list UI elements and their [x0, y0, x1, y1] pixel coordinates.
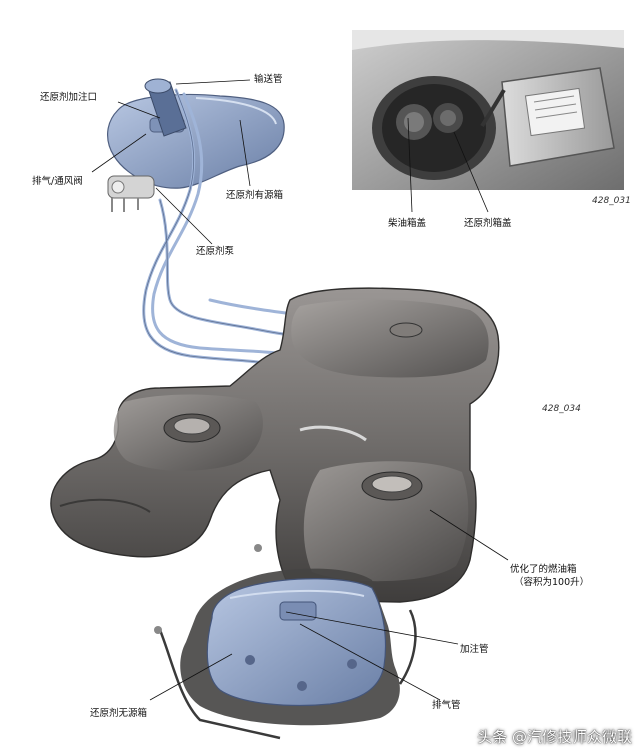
passive-reductant-tank	[154, 544, 417, 740]
label-fuel-tank-capacity: （容积为100升）	[514, 577, 590, 588]
label-exhaust-pipe: 排气管	[432, 700, 461, 711]
figure-code-inset: 428_031	[592, 196, 631, 206]
label-pump: 还原剂泵	[196, 246, 235, 257]
reductant-pump	[107, 175, 155, 212]
label-delivery-pipe: 输送管	[254, 74, 283, 85]
optimized-fuel-tank	[50, 287, 500, 603]
label-fill-pipe: 加注管	[460, 644, 489, 655]
watermark: 头条 @汽修技师众微联	[477, 728, 632, 746]
label-passive-tank: 还原剂无源箱	[90, 708, 148, 719]
active-reductant-tank	[107, 93, 285, 189]
label-vent-valve: 排气/通风阀	[32, 176, 83, 187]
label-active-tank: 还原剂有源箱	[226, 190, 284, 201]
leader-lines	[91, 79, 509, 701]
filler-flap-illustration	[352, 30, 624, 190]
inset-photo-filler-flap	[352, 30, 624, 190]
label-fuel-tank: 优化了的燃油箱	[510, 564, 577, 575]
label-reductant-cap: 还原剂箱盖	[464, 218, 512, 229]
label-filler-neck: 还原剂加注口	[40, 92, 98, 103]
figure-code-main: 428_034	[542, 404, 581, 414]
reductant-filler-neck	[144, 78, 187, 137]
label-diesel-cap: 柴油箱盖	[388, 218, 427, 229]
